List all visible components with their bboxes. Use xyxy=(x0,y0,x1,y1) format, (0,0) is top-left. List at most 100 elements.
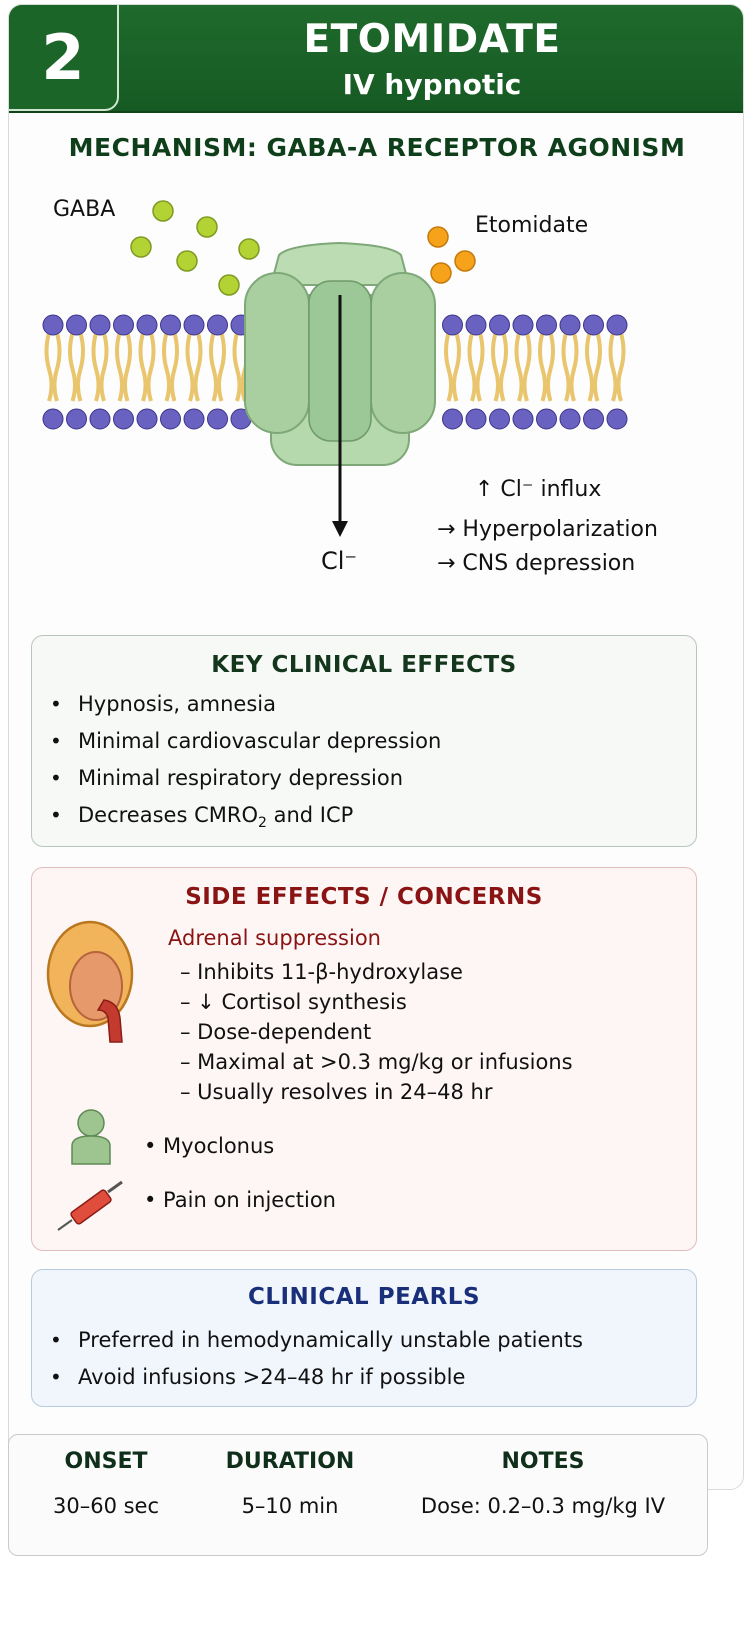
drug-card: 2 ETOMIDATE IV hypnotic MECHANISM: GABA-… xyxy=(8,4,744,1490)
etomidate-molecule xyxy=(430,262,452,284)
receptor-diagram-svg xyxy=(42,200,628,537)
lipid-tail xyxy=(444,332,461,402)
gaba-molecule xyxy=(196,216,218,238)
etomidate-molecule xyxy=(454,250,476,272)
gaba-molecule xyxy=(218,274,240,296)
lipid-head xyxy=(207,314,228,336)
lipid-head xyxy=(207,408,228,430)
lipid-head xyxy=(113,408,134,430)
duration-value: 5–10 min xyxy=(241,1494,339,1518)
notes-column: NOTES Dose: 0.2–0.3 mg/kg IV xyxy=(393,1435,693,1518)
lipid-tail xyxy=(115,332,132,402)
lipid-head xyxy=(489,314,510,336)
myoclonus-item: • Myoclonus xyxy=(144,1134,275,1158)
pain-item: • Pain on injection xyxy=(144,1188,336,1212)
chloride-label: Cl⁻ xyxy=(321,547,358,575)
adrenal-gland-icon xyxy=(46,920,134,1043)
lipid-head xyxy=(136,408,158,430)
lipid-tail xyxy=(514,332,532,402)
gaba-a-receptor xyxy=(244,241,436,537)
adrenal-heading: Adrenal suppression xyxy=(168,926,381,950)
key-effects-box: KEY CLINICAL EFFECTS •Hypnosis, amnesia … xyxy=(31,635,697,847)
lipid-head xyxy=(606,314,628,336)
lipid-head xyxy=(536,314,557,336)
mechanism-title: MECHANISM: GABA-A RECEPTOR AGONISM xyxy=(68,133,686,162)
lipid-head xyxy=(512,408,534,430)
onset-value: 30–60 sec xyxy=(52,1494,160,1518)
adrenal-item: – Maximal at >0.3 mg/kg or infusions xyxy=(180,1050,573,1074)
effect-hyperpolarization: → Hyperpolarization xyxy=(437,517,658,542)
lipid-tail xyxy=(185,332,203,402)
lipid-head xyxy=(465,408,487,430)
gaba-molecule xyxy=(152,200,174,222)
lipid-tail xyxy=(608,332,626,402)
lipid-tail xyxy=(209,332,226,402)
lipid-head xyxy=(559,408,581,430)
etomidate-molecules xyxy=(427,226,476,284)
lipid-tail xyxy=(585,332,602,402)
pharmacokinetics-footer: ONSET 30–60 sec DURATION 5–10 min NOTES … xyxy=(8,1434,708,1556)
pearls-title: CLINICAL PEARLS xyxy=(247,1284,481,1310)
lipid-head xyxy=(583,314,604,336)
lipid-tail xyxy=(491,332,508,402)
duration-label: DURATION xyxy=(225,1449,355,1474)
lipid-head xyxy=(559,314,581,336)
onset-label: ONSET xyxy=(64,1449,148,1474)
onset-column: ONSET 30–60 sec xyxy=(23,1435,189,1518)
etomidate-molecule xyxy=(427,226,449,248)
gaba-molecules xyxy=(130,200,260,296)
lipid-tail xyxy=(44,332,62,402)
list-item: •Minimal cardiovascular depression xyxy=(50,729,442,753)
list-item: •Hypnosis, amnesia xyxy=(50,692,276,716)
lipid-head xyxy=(183,408,205,430)
lipid-head xyxy=(89,314,111,336)
lipid-tail xyxy=(538,332,555,402)
adrenal-item: – ↓ Cortisol synthesis xyxy=(180,990,407,1014)
lipid-head xyxy=(442,408,463,430)
lipid-tail xyxy=(467,332,485,402)
card-number: 2 xyxy=(9,5,119,111)
lipid-tail xyxy=(91,332,109,402)
mechanism-diagram: GABA Etomidate Cl⁻ ↑ Cl⁻ influx → Hyperp… xyxy=(9,185,743,609)
lipid-tail xyxy=(138,332,156,402)
lipid-head xyxy=(512,314,534,336)
effect-cns-depression: → CNS depression xyxy=(437,551,636,576)
list-item: •Avoid infusions >24–48 hr if possible xyxy=(50,1365,466,1389)
notes-label: NOTES xyxy=(501,1449,585,1474)
person-icon xyxy=(71,1109,111,1165)
key-effects-list: •Hypnosis, amnesia •Minimal cardiovascul… xyxy=(50,686,441,834)
lipid-head xyxy=(465,314,487,336)
side-effects-title: SIDE EFFECTS / CONCERNS xyxy=(185,884,543,910)
lipid-head xyxy=(489,408,510,430)
etomidate-label: Etomidate xyxy=(475,213,589,238)
gaba-label: GABA xyxy=(53,197,116,222)
pearls-box: CLINICAL PEARLS •Preferred in hemodynami… xyxy=(31,1269,697,1407)
drug-class: IV hypnotic xyxy=(342,68,522,101)
lipid-head xyxy=(66,314,87,336)
key-effects-title: KEY CLINICAL EFFECTS xyxy=(211,652,517,678)
adrenal-item: – Inhibits 11-β-hydroxylase xyxy=(180,960,463,984)
lipid-head xyxy=(442,314,463,336)
lipid-head xyxy=(89,408,111,430)
list-item: •Minimal respiratory depression xyxy=(50,766,403,790)
list-item: •Preferred in hemodynamically unstable p… xyxy=(50,1328,583,1352)
lipid-head xyxy=(136,314,158,336)
lipid-head xyxy=(583,408,604,430)
lipid-head xyxy=(536,408,557,430)
gaba-molecule xyxy=(176,250,198,272)
duration-column: DURATION 5–10 min xyxy=(205,1435,375,1518)
effect-chloride-influx: ↑ Cl⁻ influx xyxy=(475,477,602,502)
adrenal-item: – Usually resolves in 24–48 hr xyxy=(180,1080,493,1104)
lipid-tail xyxy=(162,332,179,402)
header-bar: 2 ETOMIDATE IV hypnotic xyxy=(9,5,743,113)
drug-title: ETOMIDATE xyxy=(303,17,561,62)
side-effects-box: SIDE EFFECTS / CONCERNS Adrenal suppress… xyxy=(31,867,697,1251)
lipid-tail xyxy=(561,332,579,402)
list-item: •Decreases CMRO2 and ICP xyxy=(50,803,354,832)
lipid-head xyxy=(606,408,628,430)
lipid-head xyxy=(183,314,205,336)
gaba-molecule xyxy=(130,236,152,258)
lipid-head xyxy=(66,408,87,430)
lipid-head xyxy=(113,314,134,336)
lipid-head xyxy=(160,408,181,430)
